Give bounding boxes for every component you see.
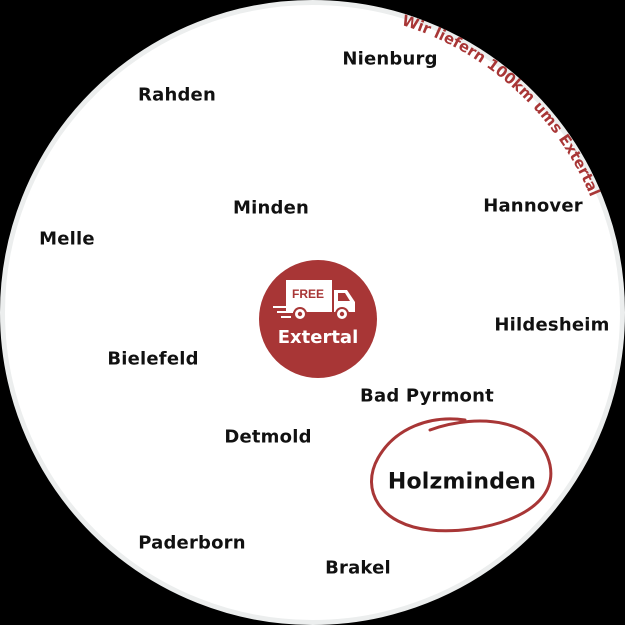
city-label: Bad Pyrmont xyxy=(360,385,494,407)
city-label: Melle xyxy=(39,228,95,250)
city-label: Paderborn xyxy=(138,532,246,554)
highlight-circle xyxy=(370,417,553,533)
city-label: Rahden xyxy=(138,84,216,106)
city-label: Bielefeld xyxy=(107,348,199,370)
city-label: Hannover xyxy=(483,195,583,217)
city-label: Brakel xyxy=(325,557,391,579)
headline-text: Wir liefern 100km ums Extertal xyxy=(400,11,604,199)
city-label: Hildesheim xyxy=(494,314,610,336)
highlighted-city-label: Holzminden xyxy=(387,469,537,495)
delivery-truck-icon xyxy=(273,280,355,321)
badge-label: Extertal xyxy=(277,327,359,348)
city-label: Detmold xyxy=(224,426,312,448)
city-label: Minden xyxy=(232,197,310,219)
city-label: Nienburg xyxy=(342,48,438,70)
free-label: FREE xyxy=(292,287,325,301)
center-badge: FREE Extertal xyxy=(259,260,377,378)
